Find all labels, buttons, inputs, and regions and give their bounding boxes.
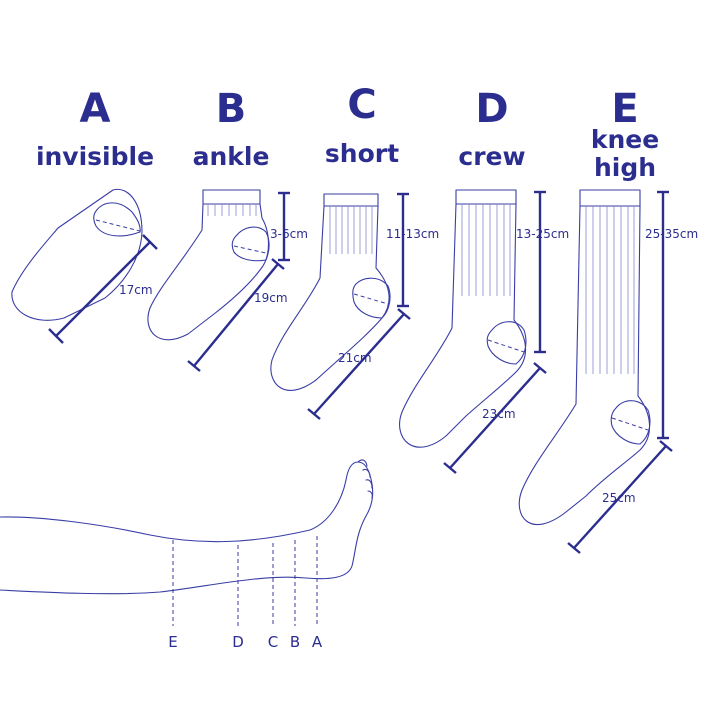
sock-e-heading: E knee high	[591, 86, 659, 182]
sock-c-heading: C short	[325, 82, 399, 168]
sock-e-name-line-1: knee	[591, 125, 659, 154]
leg-marker-a: A	[312, 633, 323, 651]
sock-c-foot-measure: 21cm	[307, 308, 411, 420]
sock-b-leg-height: 3-6cm	[270, 227, 308, 241]
sock-b-name: ankle	[193, 142, 270, 171]
sock-e-letter: E	[611, 86, 638, 132]
leg-marker-c: C	[268, 633, 278, 651]
sock-c-height-measure: 11-13cm	[386, 192, 439, 308]
sock-e-foot-length: 25cm	[602, 491, 636, 505]
sock-e-height-measure: 25-35cm	[645, 190, 698, 440]
sock-d-foot-measure: 23cm	[443, 362, 547, 474]
sock-e-illustration	[518, 189, 651, 525]
sock-a-foot-length: 17cm	[119, 283, 153, 297]
sock-d-height-measure: 13-25cm	[516, 190, 569, 354]
sock-a-name: invisible	[36, 142, 154, 171]
sock-e-name-line-2: high	[594, 153, 656, 182]
sock-a-illustration	[11, 188, 143, 321]
sock-e-foot-measure: 25cm	[567, 440, 673, 554]
sock-a-heading: A invisible	[36, 86, 154, 171]
sock-b-height-measure: 3-6cm	[270, 191, 308, 262]
sock-d-illustration	[399, 189, 527, 448]
sock-d-leg-height: 13-25cm	[516, 227, 569, 241]
leg-marker-e: E	[168, 633, 177, 651]
sock-d-foot-length: 23cm	[482, 407, 516, 421]
sock-d-name: crew	[458, 142, 525, 171]
sock-b-foot-length: 19cm	[254, 291, 288, 305]
sock-d-heading: D crew	[458, 86, 525, 171]
sock-a-foot-measure: 17cm	[48, 234, 158, 344]
sock-c-leg-height: 11-13cm	[386, 227, 439, 241]
leg-marker-d: D	[232, 633, 244, 651]
sock-b-illustration	[147, 189, 270, 341]
sock-d-letter: D	[475, 86, 508, 132]
sock-a-letter: A	[80, 86, 111, 132]
sock-c-illustration	[270, 193, 391, 391]
leg-marker-labels: E D C B A	[168, 633, 323, 651]
sock-b-heading: B ankle	[193, 86, 270, 171]
sock-b-foot-measure: 19cm	[187, 258, 288, 372]
sock-e-leg-height: 25-35cm	[645, 227, 698, 241]
sock-c-letter: C	[347, 82, 376, 128]
leg-marker-b: B	[290, 633, 300, 651]
sock-c-foot-length: 21cm	[338, 351, 372, 365]
leg-illustration	[0, 459, 374, 626]
sock-c-name: short	[325, 139, 399, 168]
sock-b-letter: B	[216, 86, 247, 132]
